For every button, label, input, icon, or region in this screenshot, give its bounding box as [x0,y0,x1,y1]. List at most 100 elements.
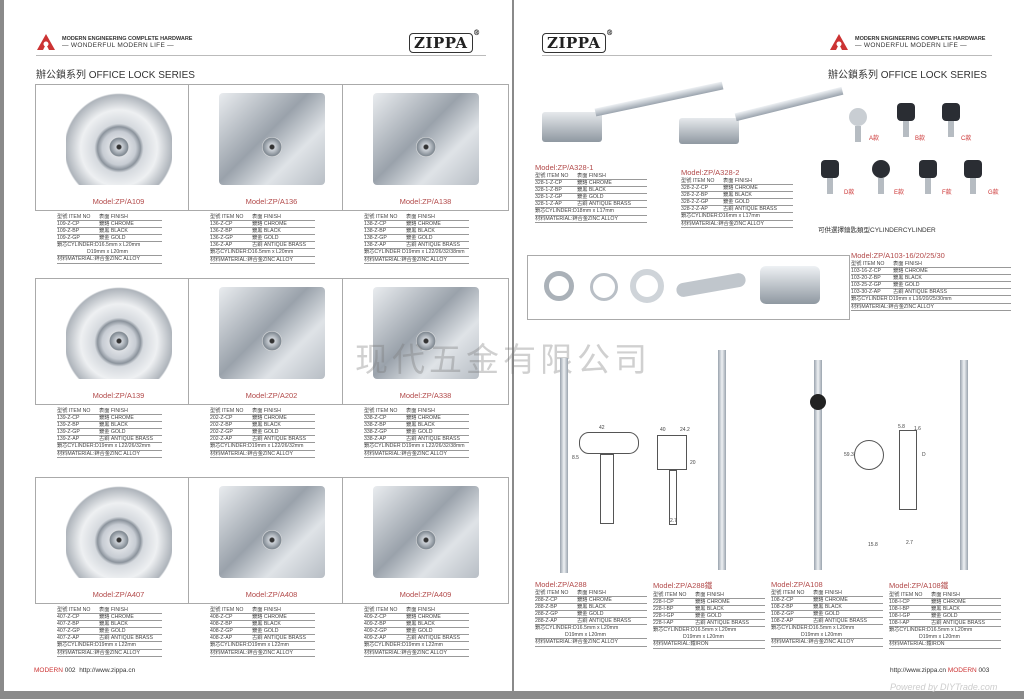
page-footer: http://www.zippa.cn MODERN 003 [890,667,990,674]
model-label: Model:ZP/A328-2 [681,168,740,177]
item-no: 407-Z-CP [57,614,80,620]
company-logo: MODERN ENGINEERING COMPLETE HARDWARE— WO… [829,33,985,51]
rod [960,360,968,570]
model-label: Model:ZP/A338 [399,391,452,400]
finish-header: 表面 FINISH [99,607,128,613]
item-no: 109-Z-BP [57,228,80,234]
finish: 古銅 ANTIQUE BRASS [252,635,306,641]
material-spec: 材料MATERIAL:鋅合金ZINC ALLOY [535,216,647,223]
finish: 古銅 ANTIQUE BRASS [813,618,867,624]
dimension-label: 59.3 [844,452,854,458]
lock-photo [66,93,172,185]
key-label: D款 [844,190,855,196]
finish: 鍍鉻 CHROME [99,415,134,421]
product-card: Model:ZP/A136 [188,84,355,211]
product-card: Model:ZP/A338 [342,278,509,405]
brand-logo: ZIPPA® [409,28,480,53]
item-no: 108-Z-GP [771,611,794,617]
finish-header: 表面 FINISH [99,408,128,414]
item-no: 228-I-CP [653,599,674,605]
product-card: Model:ZP/A139 [35,278,202,405]
material-spec: 材料MATERIAL:鋅合金ZINC ALLOY [210,650,315,657]
finish: 鍍黑 BLACK [252,621,281,627]
cylinder-spec: 鎖芯CYLINDER:D19mm x L22mm [364,642,469,650]
finish-header: 表面 FINISH [577,590,606,596]
finish: 鍍鉻 CHROME [723,185,758,191]
finish-header: 表面 FINISH [723,178,752,184]
material-spec: 材料MATERIAL:鋅合金ZINC ALLOY [771,639,883,647]
finish: 古銅 ANTIQUE BRASS [577,618,631,624]
item-no-header: 型號 ITEM NO [851,261,885,267]
item-no: 328-1-Z-AP [535,201,562,207]
drawing-outline [854,440,884,470]
item-no-header: 型號 ITEM NO [210,607,244,613]
item-no: 108-I-AP [889,620,910,626]
item-no: 139-Z-GP [57,429,80,435]
material-spec: 材料MATERIAL:鋅合金ZINC ALLOY [535,639,647,647]
dimension-label: 15.8 [868,542,878,548]
item-no: 136-Z-CP [210,221,233,227]
product-card: Model:ZP/A408 [188,477,355,604]
finish: 鍍金 GOLD [252,628,279,634]
finish: 古銅 ANTIQUE BRASS [577,201,631,207]
item-no: 108-Z-BP [771,604,794,610]
material-spec: 材料MATERIAL:鐵IRON [653,641,765,649]
finish-header: 表面 FINISH [813,590,842,596]
finish: 鍍黑 BLACK [931,606,960,612]
dimension-label: 8.5 [572,455,579,461]
finish-header: 表面 FINISH [252,408,281,414]
key-d-icon [821,160,839,194]
item-no: 328-2-Z-AP [681,206,708,212]
finish: 鍍金 GOLD [931,613,958,619]
dimension-label: 1.6 [914,426,921,432]
dimension-label: 20 [690,460,696,466]
lock-photo [66,486,172,578]
finish: 鍍金 GOLD [893,282,920,288]
cylinder-spec: 鎖芯CYLINDER D19mm x L22/26/32/38mm [364,249,469,257]
finish: 鍍黑 BLACK [252,422,281,428]
cylinder-icon [760,266,820,304]
finish: 鍍黑 BLACK [252,228,281,234]
finish: 鍍金 GOLD [813,611,840,617]
item-no: 328-2-Z-BP [681,192,708,198]
spec-header: 型號 ITEM NO 表面 FINISH [771,590,883,597]
item-no: 103-20-Z-BP [851,275,881,281]
item-no: 202-Z-BP [210,422,233,428]
spec-row: 328-1-Z-AP 古銅 ANTIQUE BRASS [535,201,647,208]
finish: 鍍鉻 CHROME [406,221,441,227]
item-no: 202-Z-CP [210,415,233,421]
product-card: Model:ZP/A407 [35,477,202,604]
rod [718,350,726,570]
dimension-label: 42 [599,425,605,431]
lock-photo [66,287,172,379]
dimension-label: 2.7 [906,540,913,546]
item-no-header: 型號 ITEM NO [771,590,805,596]
finish: 古銅 ANTIQUE BRASS [252,242,306,248]
